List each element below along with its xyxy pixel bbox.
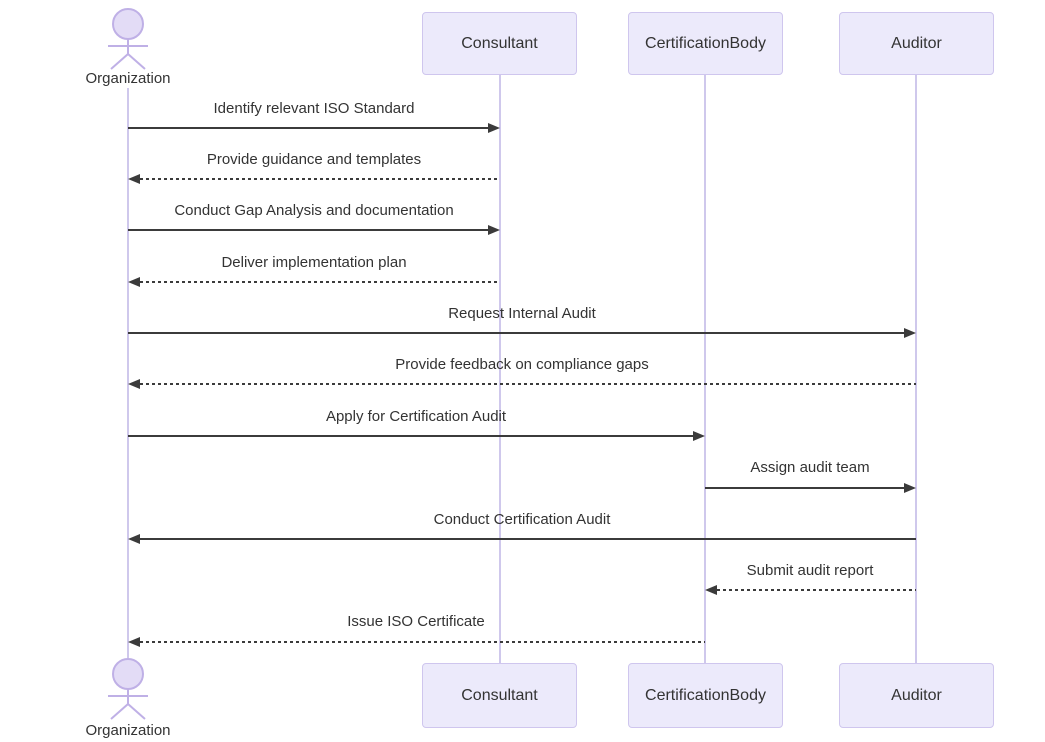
arrowhead-icon <box>488 123 500 133</box>
message-label: Deliver implementation plan <box>221 254 407 271</box>
participant-label: Consultant <box>461 686 538 704</box>
message-line <box>128 127 490 129</box>
arrowhead-icon <box>128 379 140 389</box>
message-line <box>717 589 916 591</box>
participant-box-certificationbody-top: CertificationBody <box>628 12 783 75</box>
participant-label: Consultant <box>461 34 538 52</box>
lifeline-organization <box>127 88 129 658</box>
message-label: Request Internal Audit <box>448 305 596 322</box>
arrowhead-icon <box>128 637 140 647</box>
arrowhead-icon <box>705 585 717 595</box>
participant-box-consultant-top: Consultant <box>422 12 577 75</box>
actor-label-organization-bottom: Organization <box>85 722 171 739</box>
message-label: Submit audit report <box>746 562 874 579</box>
message-label: Conduct Certification Audit <box>433 511 611 528</box>
message-line <box>140 281 500 283</box>
message-label: Identify relevant ISO Standard <box>213 100 415 117</box>
message-label: Conduct Gap Analysis and documentation <box>174 202 454 219</box>
message-label: Apply for Certification Audit <box>325 408 507 425</box>
actor-icon-bottom <box>108 658 148 720</box>
message-line <box>140 383 916 385</box>
participant-box-consultant-bottom: Consultant <box>422 663 577 728</box>
participant-label: CertificationBody <box>645 34 766 52</box>
participant-label: Auditor <box>891 34 942 52</box>
message-label: Provide feedback on compliance gaps <box>395 356 649 373</box>
message-line <box>140 178 500 180</box>
message-line <box>140 538 916 540</box>
arrowhead-icon <box>128 534 140 544</box>
message-label: Provide guidance and templates <box>206 151 422 168</box>
arrowhead-icon <box>693 431 705 441</box>
participant-box-auditor-top: Auditor <box>839 12 994 75</box>
message-line <box>128 435 693 437</box>
participant-label: CertificationBody <box>645 686 766 704</box>
message-label: Issue ISO Certificate <box>347 613 485 630</box>
message-line <box>128 332 904 334</box>
lifeline-consultant <box>499 75 501 663</box>
arrowhead-icon <box>488 225 500 235</box>
participant-label: Auditor <box>891 686 942 704</box>
arrowhead-icon <box>128 174 140 184</box>
arrowhead-icon <box>128 277 140 287</box>
message-label: Assign audit team <box>750 459 870 476</box>
message-line <box>140 641 705 643</box>
message-line <box>128 229 490 231</box>
actor-icon-top <box>108 8 148 70</box>
participant-box-auditor-bottom: Auditor <box>839 663 994 728</box>
arrowhead-icon <box>904 328 916 338</box>
lifeline-auditor <box>915 75 917 663</box>
lifeline-certificationbody <box>704 75 706 663</box>
arrowhead-icon <box>904 483 916 493</box>
actor-label-organization-top: Organization <box>85 70 171 87</box>
message-line <box>705 487 904 489</box>
participant-box-certificationbody-bottom: CertificationBody <box>628 663 783 728</box>
